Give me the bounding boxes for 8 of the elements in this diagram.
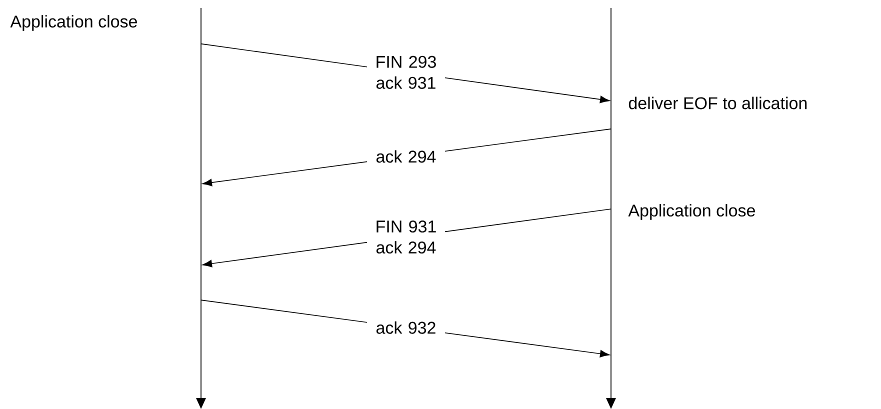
edge-label: FIN 931 ack 294 <box>367 220 445 255</box>
edge-label: ack 932 <box>367 320 445 335</box>
edge-label: FIN 293 ack 931 <box>367 54 445 90</box>
lifeline <box>196 8 206 409</box>
edge-label: ack 294 <box>367 149 445 164</box>
note: Application close <box>628 204 755 220</box>
note: Application close <box>10 15 137 31</box>
lifeline <box>606 8 616 409</box>
